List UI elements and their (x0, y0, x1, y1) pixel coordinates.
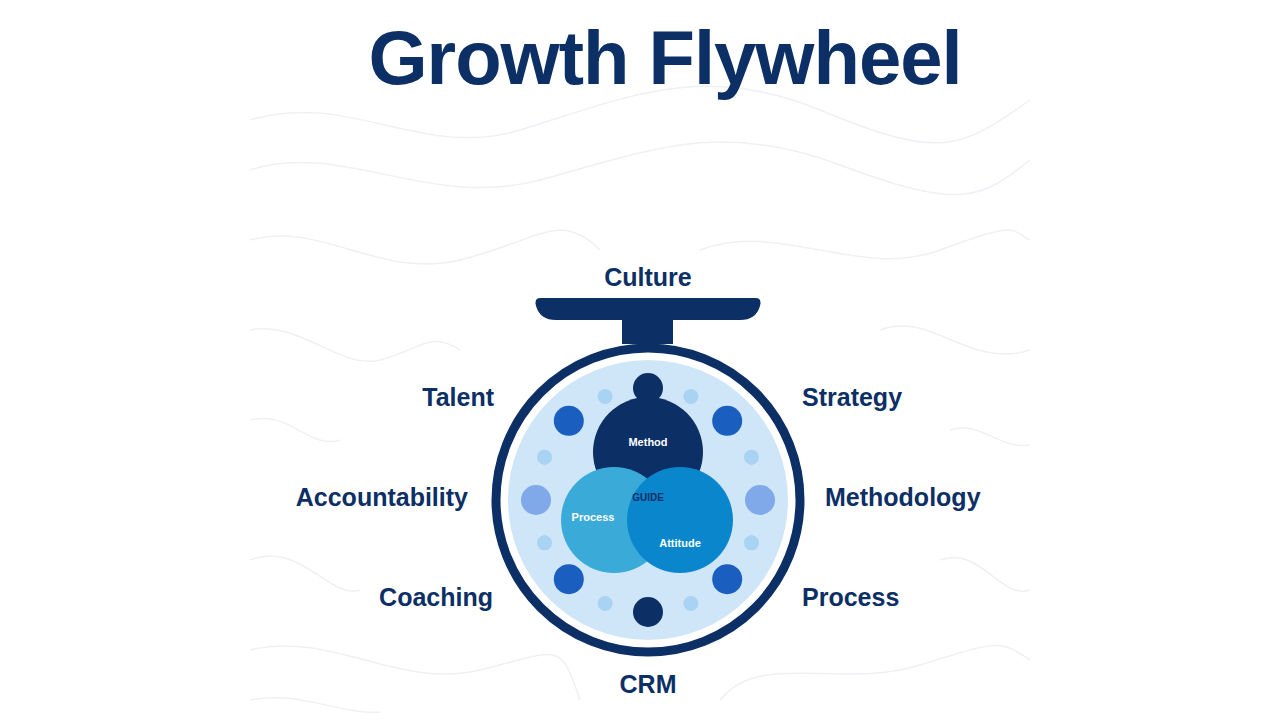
wheel-label: Culture (604, 263, 692, 292)
circle-shape (627, 467, 733, 573)
reel-dot (744, 450, 759, 465)
title: Growth Flywheel (0, 14, 1280, 101)
circle-label: Method (628, 436, 667, 448)
wheel-label: Accountability (296, 483, 468, 512)
wheel-label: Talent (422, 383, 494, 412)
wheel-label: Process (802, 583, 899, 612)
reel-dot (521, 485, 551, 515)
reel-dot (537, 450, 552, 465)
reel-dot (633, 597, 663, 627)
reel-dot (712, 564, 742, 594)
reel-dot (598, 389, 613, 404)
reel-dot (745, 485, 775, 515)
circle-fill (627, 467, 733, 573)
reel-dot (683, 596, 698, 611)
wheel-label: CRM (620, 670, 677, 699)
reel-dot (683, 389, 698, 404)
wheel-label: Strategy (802, 383, 902, 412)
reel-dot (537, 535, 552, 550)
reel-dot (554, 564, 584, 594)
logo-text: GUIDE (632, 492, 664, 503)
reel-stem (622, 318, 673, 344)
reel-dot (744, 535, 759, 550)
wheel-label: Coaching (379, 583, 493, 612)
wheel-label: Methodology (825, 483, 981, 512)
circle-label: Attitude (659, 537, 701, 549)
reel-disk (508, 360, 788, 640)
reel-dot (598, 596, 613, 611)
reel-dots (521, 373, 775, 627)
reel-foot (536, 298, 761, 320)
reel-dot (712, 406, 742, 436)
venn-circle: Attitude (627, 467, 733, 573)
reel-dot (554, 406, 584, 436)
circle-label: Process (572, 511, 615, 523)
topographic-lines (250, 86, 1030, 712)
reel-rim (496, 348, 800, 652)
